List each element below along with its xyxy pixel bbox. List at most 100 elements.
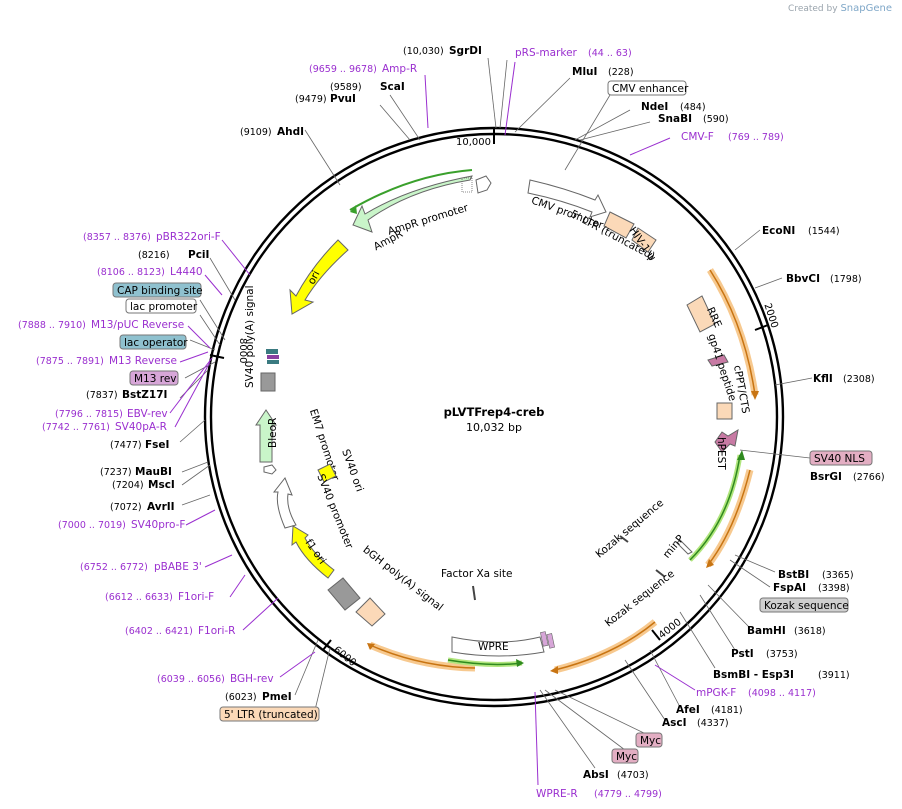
feature-kozak-2[interactable]: Kozak sequence (603, 568, 677, 630)
feature-ori[interactable]: ori (289, 239, 349, 315)
enzyme-name: EcoNI (762, 225, 795, 237)
primer-name: pRS-marker (515, 47, 578, 59)
primer-l4440[interactable]: (8106 .. 8123) L4440 (97, 266, 203, 278)
primer-sv40pa-r[interactable]: (7742 .. 7761) SV40pA-R (42, 421, 167, 433)
primer-name: CMV-F (681, 131, 714, 143)
box-m13-rev[interactable]: M13 rev (129, 370, 179, 386)
box-sv40-nls[interactable]: SV40 NLS (809, 450, 873, 466)
feature-minp[interactable]: minP (661, 533, 693, 561)
primer-m13-puc-reverse[interactable]: (7888 .. 7910) M13/pUC Reverse (18, 319, 184, 331)
box-cap-binding-site[interactable]: CAP binding site (112, 282, 203, 298)
feature-factor-xa[interactable]: Factor Xa site (441, 568, 512, 601)
primer-wpre-r[interactable]: WPRE-R (4779 .. 4799) (536, 788, 662, 800)
tick-2000 (754, 324, 769, 331)
enzyme-avrii[interactable]: (7072) AvrII (110, 501, 175, 513)
enzyme-maubi[interactable]: (7237) MauBI (100, 466, 172, 478)
primer-bgh-rev[interactable]: (6039 .. 6056) BGH-rev (157, 673, 274, 685)
primer-range: (4779 .. 4799) (594, 789, 662, 800)
enzyme-msci[interactable]: (7204) MscI (112, 479, 175, 491)
primer-range: (7742 .. 7761) (42, 422, 110, 433)
box-text: Kozak sequence (764, 600, 849, 612)
primer-range: (7888 .. 7910) (18, 320, 86, 331)
enzyme-ndei[interactable]: NdeI (484) (641, 101, 706, 113)
feature-orange-6000[interactable] (367, 641, 476, 672)
enzyme-bbvci[interactable]: BbvCI (1798) (786, 273, 862, 285)
enzyme-pos: (484) (680, 102, 706, 113)
enzyme-pos: (4181) (711, 705, 743, 716)
primer-name: mPGK-F (696, 687, 736, 699)
enzyme-ahdi[interactable]: (9109) AhdI (240, 126, 304, 138)
primer-range: (9659 .. 9678) (309, 64, 377, 75)
feature-kozak-1[interactable]: Kozak sequence (593, 497, 666, 561)
feature-green-right[interactable] (688, 450, 745, 562)
enzyme-pmei[interactable]: (6023) PmeI (225, 691, 292, 703)
label-wpre: WPRE (478, 641, 509, 653)
primer-m13-reverse[interactable]: (7875 .. 7891) M13 Reverse (36, 355, 177, 367)
enzyme-econi[interactable]: EcoNI (1544) (762, 225, 840, 237)
feature-wpre[interactable]: WPRE (447, 636, 545, 667)
feature-myc-tags[interactable] (540, 631, 555, 649)
enzyme-bstz17i[interactable]: (7837) BstZ17I (86, 389, 167, 401)
enzyme-name: AfeI (676, 704, 700, 716)
primer-cmv-f[interactable]: CMV-F (769 .. 789) (681, 131, 784, 143)
enzyme-bsmbi[interactable]: BsmBI - Esp3I (3911) (713, 669, 850, 681)
primer-name: M13/pUC Reverse (91, 319, 184, 331)
plasmid-size: 10,032 bp (466, 421, 522, 434)
label-sv40-promoter: SV40 promoter (314, 472, 355, 551)
primer-name: M13 Reverse (109, 355, 177, 367)
enzyme-pvui[interactable]: (9479) PvuI (295, 93, 356, 105)
primer-name: SV40pA-R (115, 421, 167, 433)
primer-prs-marker[interactable]: pRS-marker (44 .. 63) (515, 47, 632, 59)
enzyme-fsei[interactable]: (7477) FseI (110, 439, 169, 451)
feature-hpest[interactable]: hPEST (714, 428, 739, 470)
feature-f1-ori[interactable]: f1 ori (291, 525, 335, 579)
feature-bgh-polya[interactable]: bGH poly(A) signal (327, 544, 445, 627)
enzyme-bstbi[interactable]: BstBI (3365) (778, 569, 854, 581)
feature-orange-top-right[interactable] (707, 268, 759, 400)
primer-f1ori-r[interactable]: (6402 .. 6421) F1ori-R (125, 625, 235, 637)
primer-amp-r[interactable]: (9659 .. 9678) Amp-R (309, 63, 417, 75)
box-cmv-enhancer[interactable]: CMV enhancer (607, 80, 689, 96)
enzyme-name: MluI (572, 66, 597, 78)
primer-range: (6612 .. 6633) (105, 592, 173, 603)
enzyme-pcii[interactable]: (8216) PciI (138, 249, 209, 261)
enzyme-mlui[interactable]: MluI (228) (572, 66, 634, 78)
enzyme-afei[interactable]: AfeI (4181) (676, 704, 743, 716)
enzyme-kfli[interactable]: KflI (2308) (813, 373, 875, 385)
primer-range: (8357 .. 8376) (83, 232, 151, 243)
enzyme-psti[interactable]: PstI (3753) (731, 648, 798, 660)
label-bleor: BleoR (267, 418, 279, 448)
enzyme-asci[interactable]: AscI (4337) (662, 717, 729, 729)
feature-orange-right[interactable] (705, 469, 754, 568)
box-lac-promoter[interactable]: lac promoter (125, 298, 198, 314)
tick-6000 (322, 639, 332, 651)
enzyme-snabi[interactable]: SnaBI (590) (658, 113, 729, 125)
box-5ltr-truncated[interactable]: 5' LTR (truncated) (219, 706, 320, 722)
enzyme-sgrdi[interactable]: (10,030) SgrDI (403, 45, 482, 57)
primer-name: BGH-rev (230, 673, 274, 685)
enzyme-scai[interactable]: (9589) ScaI (330, 81, 405, 93)
enzyme-bsrgi[interactable]: BsrGI (2766) (810, 471, 885, 483)
primer-mpgk-f[interactable]: mPGK-F (4098 .. 4117) (696, 687, 816, 699)
primer-pbr322ori-f[interactable]: (8357 .. 8376) pBR322ori-F (83, 231, 221, 243)
box-lac-operator[interactable]: lac operator (119, 334, 188, 350)
primer-sv40pro-f[interactable]: (7000 .. 7019) SV40pro-F (58, 519, 185, 531)
feature-bleor[interactable]: BleoR (255, 409, 279, 463)
box-myc-2[interactable]: Myc (611, 748, 639, 764)
feature-orange-bottom-right[interactable] (550, 619, 658, 674)
enzyme-bamhi[interactable]: BamHI (3618) (747, 625, 826, 637)
enzyme-absi[interactable]: AbsI (4703) (583, 769, 649, 781)
box-text: SV40 NLS (814, 453, 865, 465)
feature-rre[interactable]: RRE (686, 295, 724, 333)
primer-pbabe3[interactable]: (6752 .. 6772) pBABE 3' (80, 561, 202, 573)
enzyme-name: BbvCI (786, 273, 820, 285)
box-myc-1[interactable]: Myc (635, 732, 663, 748)
feature-sv40-polya[interactable]: SV40 poly(A) signal (244, 285, 279, 392)
primer-ebv-rev[interactable]: (7796 .. 7815) EBV-rev (55, 408, 168, 420)
box-kozak-sequence[interactable]: Kozak sequence (759, 597, 849, 613)
enzyme-pos: (3618) (794, 626, 826, 637)
enzyme-name: FspAI (773, 582, 806, 594)
primer-f1ori-f[interactable]: (6612 .. 6633) F1ori-F (105, 591, 214, 603)
enzyme-fspai[interactable]: FspAI (3398) (773, 582, 850, 594)
enzyme-pos: (7477) (110, 440, 142, 451)
